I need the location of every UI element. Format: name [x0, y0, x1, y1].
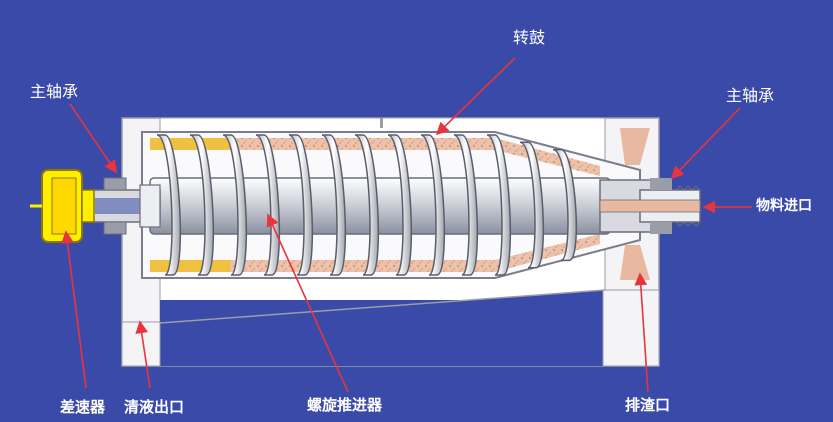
- label-drum: 转鼓: [513, 28, 546, 47]
- arrow-bearing-right: [670, 107, 741, 180]
- differential-gearbox: [30, 169, 95, 243]
- left-bearing: [89, 177, 161, 235]
- screw-flight: [189, 134, 215, 276]
- label-liquid-outlet: 清液出口: [124, 398, 185, 416]
- pointer-arrows: [61, 57, 752, 393]
- arrow-solids-outlet: [634, 272, 649, 393]
- label-screw-conveyor: 螺旋推进器: [307, 396, 383, 414]
- screw-flight: [156, 134, 182, 276]
- screw-flight: [255, 134, 281, 276]
- label-solids-outlet: 排渣口: [625, 396, 671, 414]
- arrow-screw: [266, 213, 349, 393]
- screw-flight: [519, 141, 545, 269]
- solids-discharge: [620, 128, 650, 280]
- arrow-bearing-left: [69, 103, 117, 174]
- screw-flight: [354, 134, 380, 276]
- screw-flight: [486, 134, 512, 276]
- label-main-bearing-right: 主轴承: [726, 86, 775, 105]
- screw-conveyor: [149, 134, 611, 276]
- screw-flight: [222, 134, 248, 276]
- label-differential: 差速器: [60, 398, 106, 416]
- label-material-inlet: 物料进口: [756, 198, 812, 214]
- screw-flight: [321, 134, 347, 276]
- screw-flight: [420, 134, 446, 276]
- arrow-drum: [435, 57, 516, 136]
- right-bearing: [599, 178, 701, 234]
- arrow-liquid-outlet: [135, 320, 151, 389]
- arrow-differential: [61, 230, 87, 389]
- screw-flight: [552, 148, 578, 262]
- label-main-bearing-left: 主轴承: [30, 82, 79, 101]
- screw-flight: [288, 134, 314, 276]
- screw-flight: [387, 134, 413, 276]
- screw-flight: [453, 134, 479, 276]
